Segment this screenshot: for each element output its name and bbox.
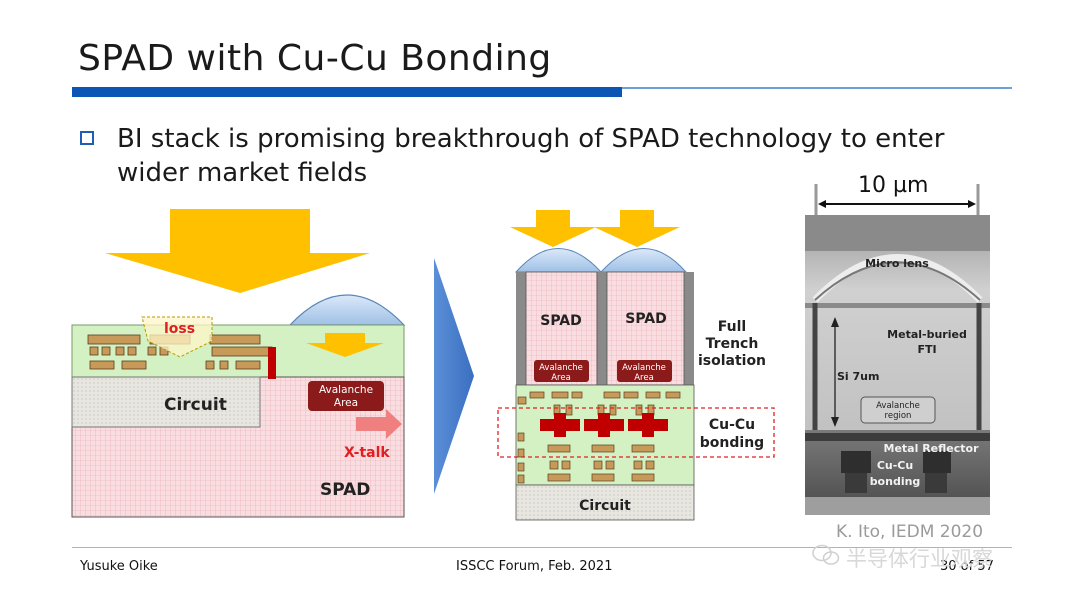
bonding-highlight [497, 407, 775, 458]
light-arrow-right-icon [594, 210, 680, 247]
trench-right [684, 272, 694, 385]
avalanche-left-2: Area [551, 373, 571, 383]
bullet-square-icon [80, 131, 94, 145]
scale-bar [814, 184, 980, 218]
wechat-icon [812, 544, 840, 565]
circuit-block [71, 376, 261, 428]
fti-label-3: isolation [698, 353, 766, 369]
loss-label: loss [164, 321, 195, 337]
cucu-label-2: bonding [700, 435, 764, 451]
avalanche-left-1: Avalanche [539, 363, 583, 373]
trench-mid [597, 272, 607, 385]
microlens-right [599, 248, 688, 273]
fti-label-1: Full [718, 319, 746, 335]
cross-section-image: Micro lens Metal-buried FTI Si 7um Avala… [805, 215, 990, 515]
avalanche-right-1: Avalanche [622, 363, 666, 373]
loss-region [141, 316, 213, 358]
title-underline [72, 87, 622, 97]
xtalk-label: X-talk [344, 445, 390, 461]
bullet-text: BI stack is promising breakthrough of SP… [117, 124, 945, 188]
lens-arrow-icon [306, 333, 384, 357]
avalanche-label-1: Avalanche [319, 384, 373, 396]
footer-presenter: Yusuke Oike [80, 559, 158, 574]
left-diagram: Circuit loss Avalanche Area X-talk SPAD [71, 209, 406, 518]
xtalk-arrow-icon [356, 409, 402, 439]
microlens-shape [288, 294, 406, 326]
trench-bar [268, 347, 276, 379]
avalanche-box [308, 381, 384, 411]
photo-fti-1: Metal-buried [887, 328, 967, 341]
footer-event: ISSCC Forum, Feb. 2021 [456, 559, 613, 574]
photo-fti-2: FTI [917, 343, 936, 356]
circuit-label: Circuit [164, 395, 227, 415]
title-underline-thin [622, 87, 1012, 89]
avalanche-box-left [534, 360, 589, 382]
trench-left [516, 272, 526, 385]
cu-bonds [540, 413, 668, 437]
middle-diagram: SPAD SPAD Avalanche Area Avalanche Area … [497, 210, 775, 521]
citation: K. Ito, IEDM 2020 [836, 522, 984, 542]
light-arrow-icon [105, 209, 370, 293]
scale-label: 10 µm [858, 173, 929, 198]
cucu-label-1: Cu-Cu [709, 417, 755, 433]
circuit-block-middle [515, 484, 695, 521]
photo-reflector: Metal Reflector [884, 442, 980, 455]
cross-section-photo: Micro lens Metal-buried FTI Si 7um Avala… [805, 215, 990, 515]
spad-label: SPAD [320, 480, 370, 500]
photo-avalanche-2: region [885, 411, 912, 421]
footer-page-number: 30 of 57 [940, 559, 994, 574]
slide-title: SPAD with Cu-Cu Bonding [78, 38, 552, 79]
light-arrow-left-icon [510, 210, 596, 247]
photo-avalanche-1: Avalanche [876, 401, 920, 411]
footer-divider [72, 547, 1012, 548]
fti-label-2: Trench [706, 336, 759, 352]
spad-label-left: SPAD [540, 313, 582, 329]
metal-stack [517, 391, 681, 484]
spad-label-right: SPAD [625, 311, 667, 327]
transition-chevron-icon [434, 258, 474, 494]
watermark-text: 半导体行业观察 [846, 547, 993, 571]
avalanche-label-2: Area [334, 397, 358, 409]
avalanche-box-right [617, 360, 672, 382]
photo-cucu-2: bonding [870, 475, 921, 488]
photo-cucu-1: Cu-Cu [877, 459, 913, 472]
microlens-left [514, 248, 603, 273]
circuit-label-middle: Circuit [579, 498, 631, 514]
photo-micro-lens: Micro lens [865, 257, 929, 270]
avalanche-right-2: Area [634, 373, 654, 383]
photo-si: Si 7um [837, 370, 879, 383]
